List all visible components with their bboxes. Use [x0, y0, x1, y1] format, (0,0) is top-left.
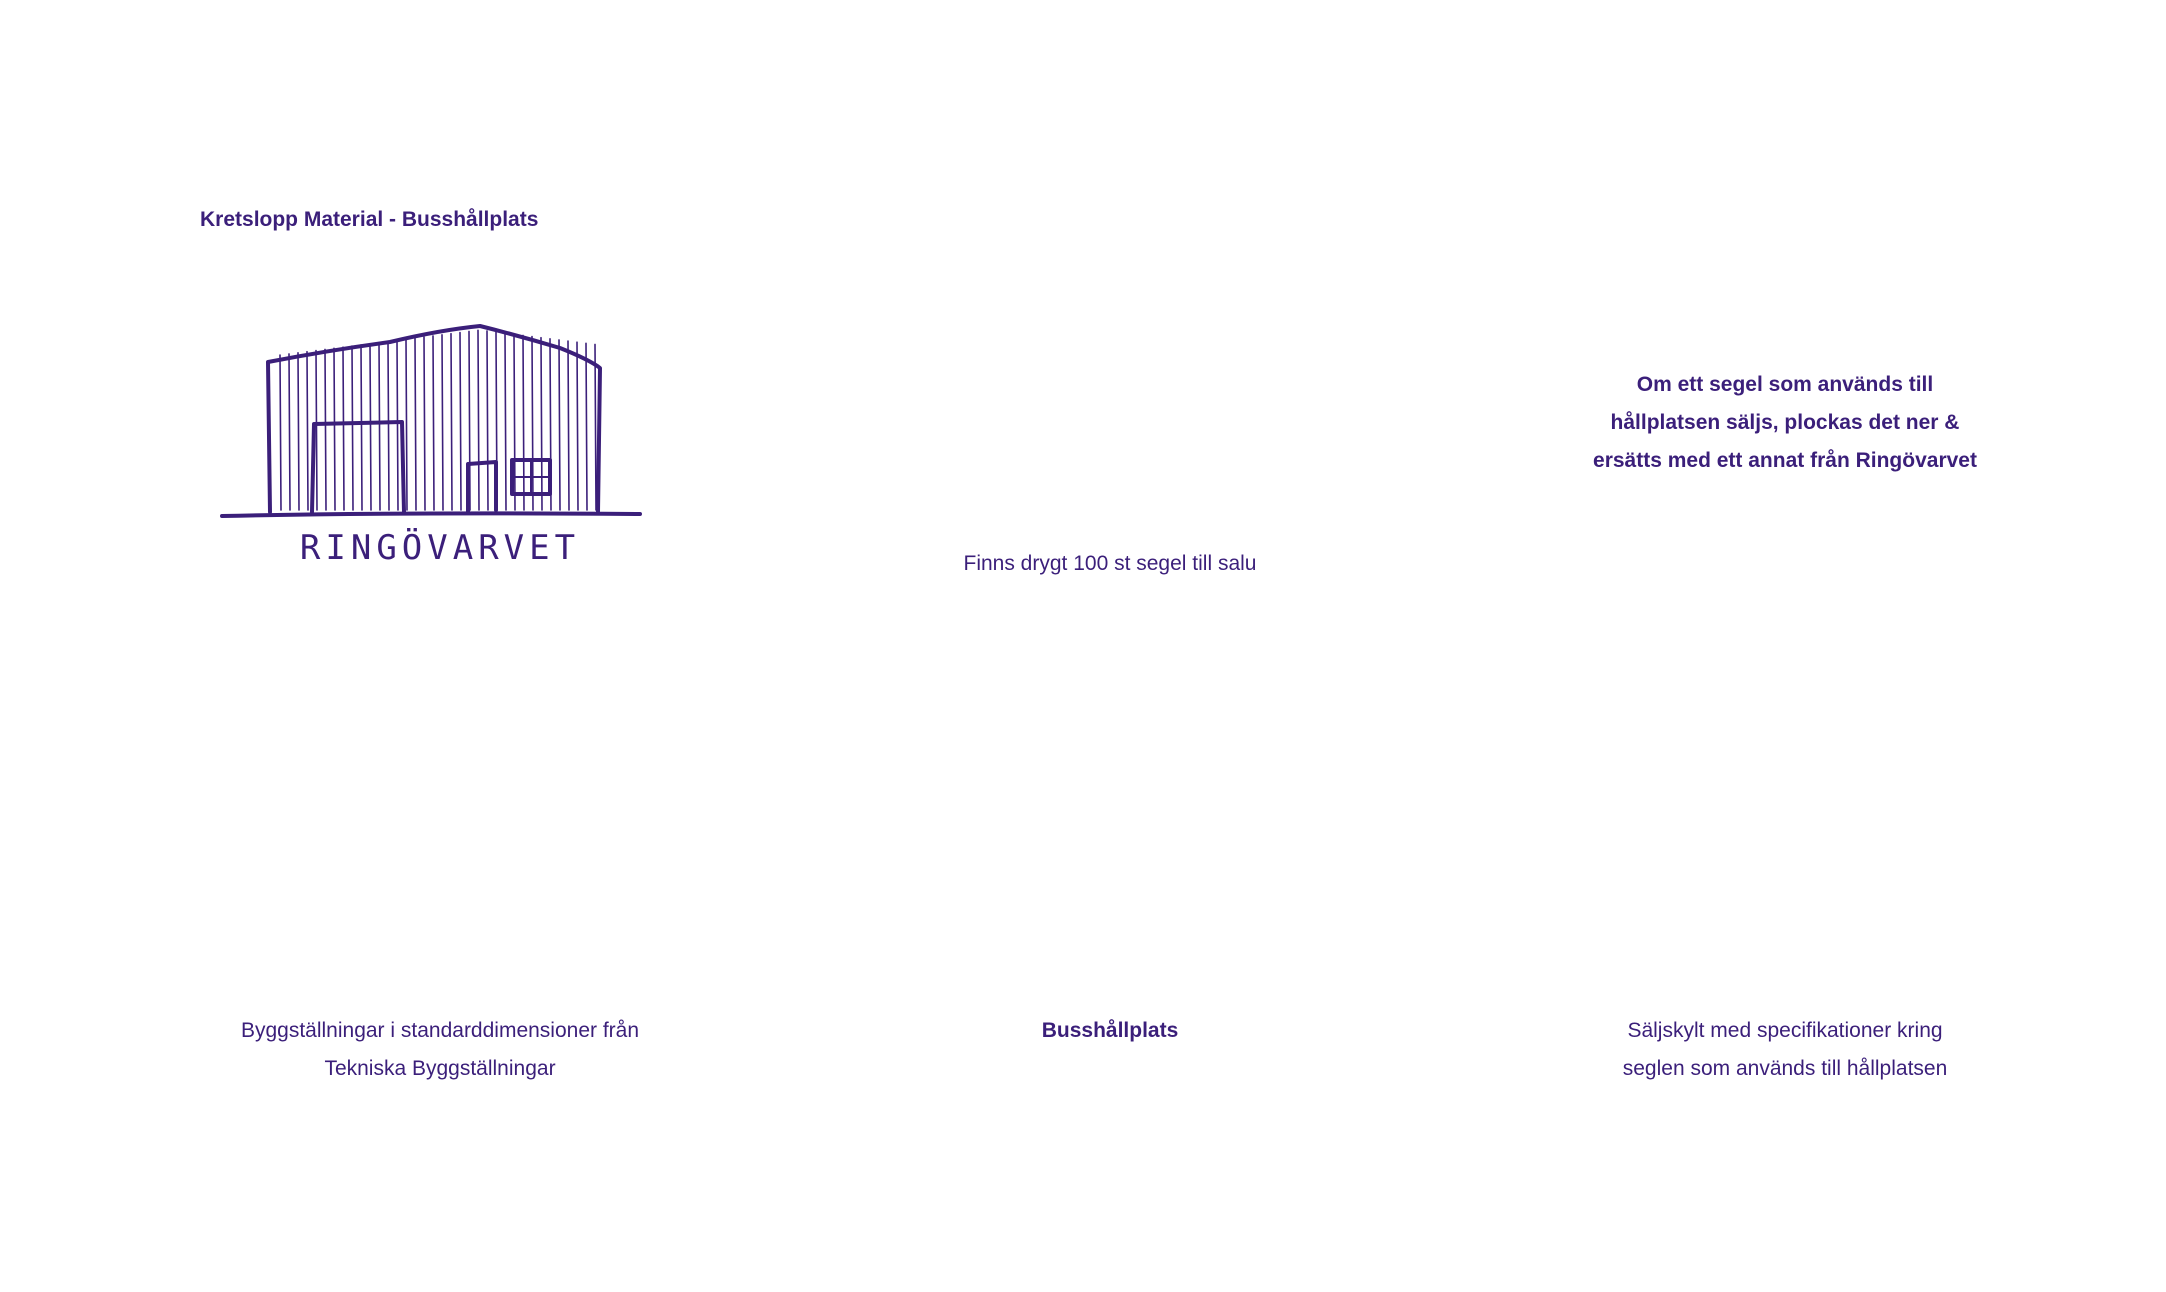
warehouse-rib [469, 331, 470, 510]
warehouse-rib [523, 335, 524, 510]
warehouse-rib [577, 342, 578, 510]
warehouse-rib [433, 336, 434, 510]
warehouse-rib [316, 351, 317, 511]
warehouse-label: RINGÖVARVET [250, 528, 630, 568]
warehouse-rib [595, 344, 596, 510]
warehouse-rib [424, 337, 425, 510]
warehouse-rib [406, 339, 407, 510]
warehouse-rib [343, 347, 344, 510]
warehouse-rib [334, 348, 335, 510]
warehouse-rib [280, 355, 281, 510]
warehouse-rib [541, 338, 542, 510]
warehouse-rib [532, 337, 533, 511]
scaffolding-caption-line-2: Tekniska Byggställningar [210, 1050, 670, 1088]
warehouse-rib [568, 341, 569, 510]
warehouse-rib [550, 339, 551, 510]
resale-caption-line-1: Om ett segel som används till [1560, 366, 2010, 404]
warehouse-rib [298, 353, 299, 510]
sign-caption-line-2: seglen som används till hållplatsen [1570, 1050, 2000, 1088]
resale-caption-line-3: ersätts med ett annat från Ringövarvet [1560, 442, 2010, 480]
warehouse-rib [352, 346, 353, 510]
warehouse-rib [397, 340, 398, 510]
warehouse-rib [451, 334, 452, 510]
warehouse-rib [289, 354, 290, 510]
warehouse-rib [388, 342, 389, 511]
warehouse-rib [586, 343, 587, 510]
sails-caption: Finns drygt 100 st segel till salu [900, 545, 1320, 583]
warehouse-illustration [222, 326, 640, 516]
warehouse-rib [442, 335, 443, 510]
bus-stop-caption: Busshållplats [950, 1012, 1270, 1050]
resale-caption: Om ett segel som används till hållplatse… [1560, 366, 2010, 480]
warehouse-rib [460, 333, 461, 511]
warehouse-rib [415, 338, 416, 510]
warehouse-rib [370, 344, 371, 510]
warehouse-rib [325, 349, 326, 510]
warehouse-rib [307, 352, 308, 510]
sign-caption: Säljskylt med specifikationer kring segl… [1570, 1012, 2000, 1088]
scaffolding-caption: Byggställningar i standarddimensioner fr… [210, 1012, 670, 1088]
scaffolding-caption-line-1: Byggställningar i standarddimensioner fr… [210, 1012, 670, 1050]
sign-caption-line-1: Säljskylt med specifikationer kring [1570, 1012, 2000, 1050]
warehouse-rib [514, 334, 515, 510]
warehouse-rib [505, 333, 506, 510]
warehouse-rib [559, 340, 560, 510]
warehouse-rib [487, 331, 488, 510]
resale-caption-line-2: hållplatsen säljs, plockas det ner & [1560, 404, 2010, 442]
warehouse-rib [361, 345, 362, 510]
warehouse-rib [496, 332, 497, 510]
warehouse-rib [478, 330, 479, 510]
warehouse-rib [379, 343, 380, 510]
